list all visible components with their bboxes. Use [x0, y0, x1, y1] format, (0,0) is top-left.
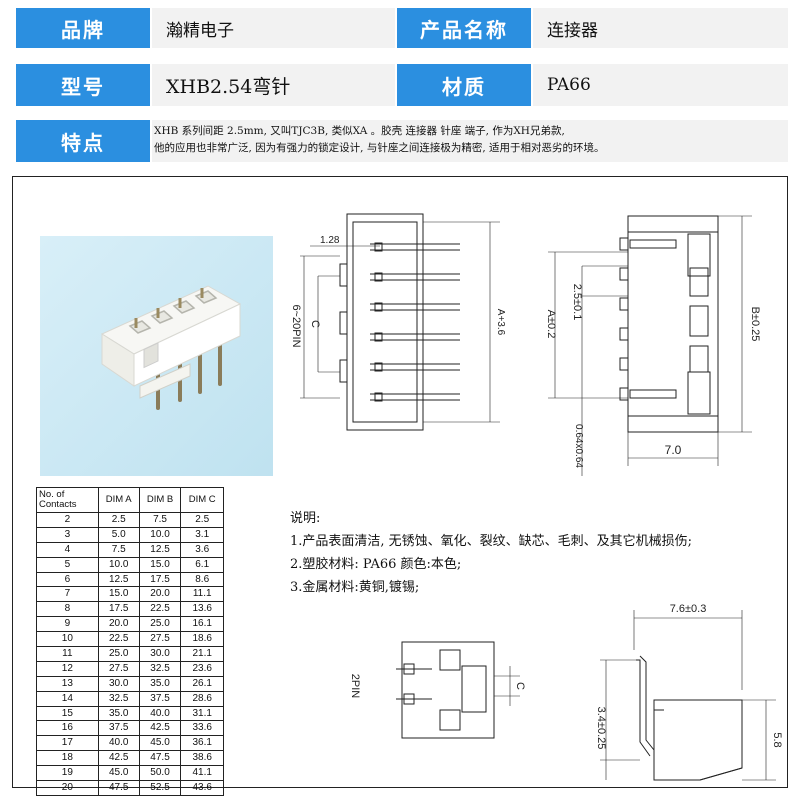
table-cell: 3.1: [180, 526, 224, 543]
table-header-row: No. of Contacts DIM A DIM B DIM C: [36, 487, 224, 513]
table-cell: 52.5: [138, 780, 182, 796]
technical-drawing: 1.28 6~20PIN C A+3.6 A±0.2 2.5±0.1 0.64x: [290, 213, 761, 476]
dim-b025: B±0.25: [749, 307, 761, 342]
table-cell: 17.5: [138, 571, 182, 588]
dim-128: 1.28: [320, 235, 340, 246]
dim-064: 0.64x0.64: [573, 424, 584, 468]
table-cell: 3: [36, 526, 99, 543]
table-cell: 4: [36, 541, 99, 558]
dim-70: 7.0: [665, 443, 682, 457]
table-cell: 3.6: [180, 541, 224, 558]
table-cell: 5.0: [97, 526, 140, 543]
brand-value: 瀚精电子: [152, 8, 395, 48]
notes: 说明: 1.产品表面清洁, 无锈蚀、氧化、裂纹、缺芯、毛刺、及其它机械损伤; 2…: [290, 507, 692, 599]
dim-58: 5.8: [771, 732, 783, 747]
dim-c: C: [309, 320, 321, 328]
table-cell: 6.1: [180, 556, 224, 573]
table-cell: 43.6: [180, 780, 224, 796]
table-cell: 47.5: [138, 750, 182, 767]
table-cell: 15.0: [138, 556, 182, 573]
features-line-1: XHB 系列间距 2.5mm, 又叫TJC3B, 类似XA 。胶壳 连接器 针座…: [154, 125, 565, 137]
dim-25: 2.5±0.1: [571, 284, 583, 321]
dim-2pin: 2PIN: [349, 674, 361, 699]
product-name-label: 产品名称: [397, 8, 531, 48]
table-cell: 8.6: [180, 571, 224, 588]
material-label: 材质: [397, 64, 531, 106]
notes-line-1: 1.产品表面清洁, 无锈蚀、氧化、裂纹、缺芯、毛刺、及其它机械损伤;: [290, 534, 693, 549]
features-label: 特点: [16, 120, 150, 162]
table-cell: 5: [36, 556, 99, 573]
table-cell: 2: [36, 512, 99, 528]
table-cell: 6: [36, 571, 99, 588]
dim-34: 3.4±0.25: [595, 707, 607, 750]
dim-a02: A±0.2: [545, 310, 557, 339]
table-cell: 12.5: [97, 571, 140, 588]
notes-line-2: 2.塑胶材料: PA66 颜色:本色;: [290, 557, 462, 572]
table-cell: 47.5: [97, 780, 140, 796]
header-dim-a: DIM A: [97, 487, 140, 513]
model-label: 型号: [16, 64, 150, 106]
table-cell: 7.5: [138, 512, 182, 528]
header-contacts: No. of Contacts: [36, 487, 99, 513]
dim-c2: C: [514, 682, 526, 690]
table-cell: 7.5: [97, 541, 140, 558]
drawing-frame: [12, 176, 788, 788]
table-cell: 2.5: [97, 512, 140, 528]
model-value: XHB2.54弯针: [152, 64, 395, 106]
notes-line-3: 3.金属材料:黄铜,镀锡;: [290, 580, 420, 595]
header-dim-c: DIM C: [180, 487, 224, 513]
dim-6-20pin: 6~20PIN: [290, 304, 302, 347]
product-name-value: 连接器: [533, 8, 788, 48]
features-line-2: 他的应用也非常广泛, 因为有强力的锁定设计, 与针座之间连接极为精密, 适用于相…: [154, 142, 605, 154]
table-cell: 10.0: [97, 556, 140, 573]
product-photo: [40, 236, 273, 476]
table-cell: 2.5: [180, 512, 224, 528]
table-cell: 22.5: [97, 631, 140, 648]
brand-label: 品牌: [16, 8, 150, 48]
table-cell: 12.5: [138, 541, 182, 558]
features-text: XHB 系列间距 2.5mm, 又叫TJC3B, 类似XA 。胶壳 连接器 针座…: [152, 120, 788, 162]
notes-title: 说明:: [290, 511, 321, 526]
dim-76: 7.6±0.3: [670, 603, 707, 615]
bottom-drawings: 2PIN C 7.6±0.3 3.4±0.25 5.8: [349, 603, 783, 781]
material-value: PA66: [533, 64, 788, 106]
table-cell: 10.0: [138, 526, 182, 543]
header-dim-b: DIM B: [138, 487, 182, 513]
dim-a36: A+3.6: [495, 309, 506, 336]
